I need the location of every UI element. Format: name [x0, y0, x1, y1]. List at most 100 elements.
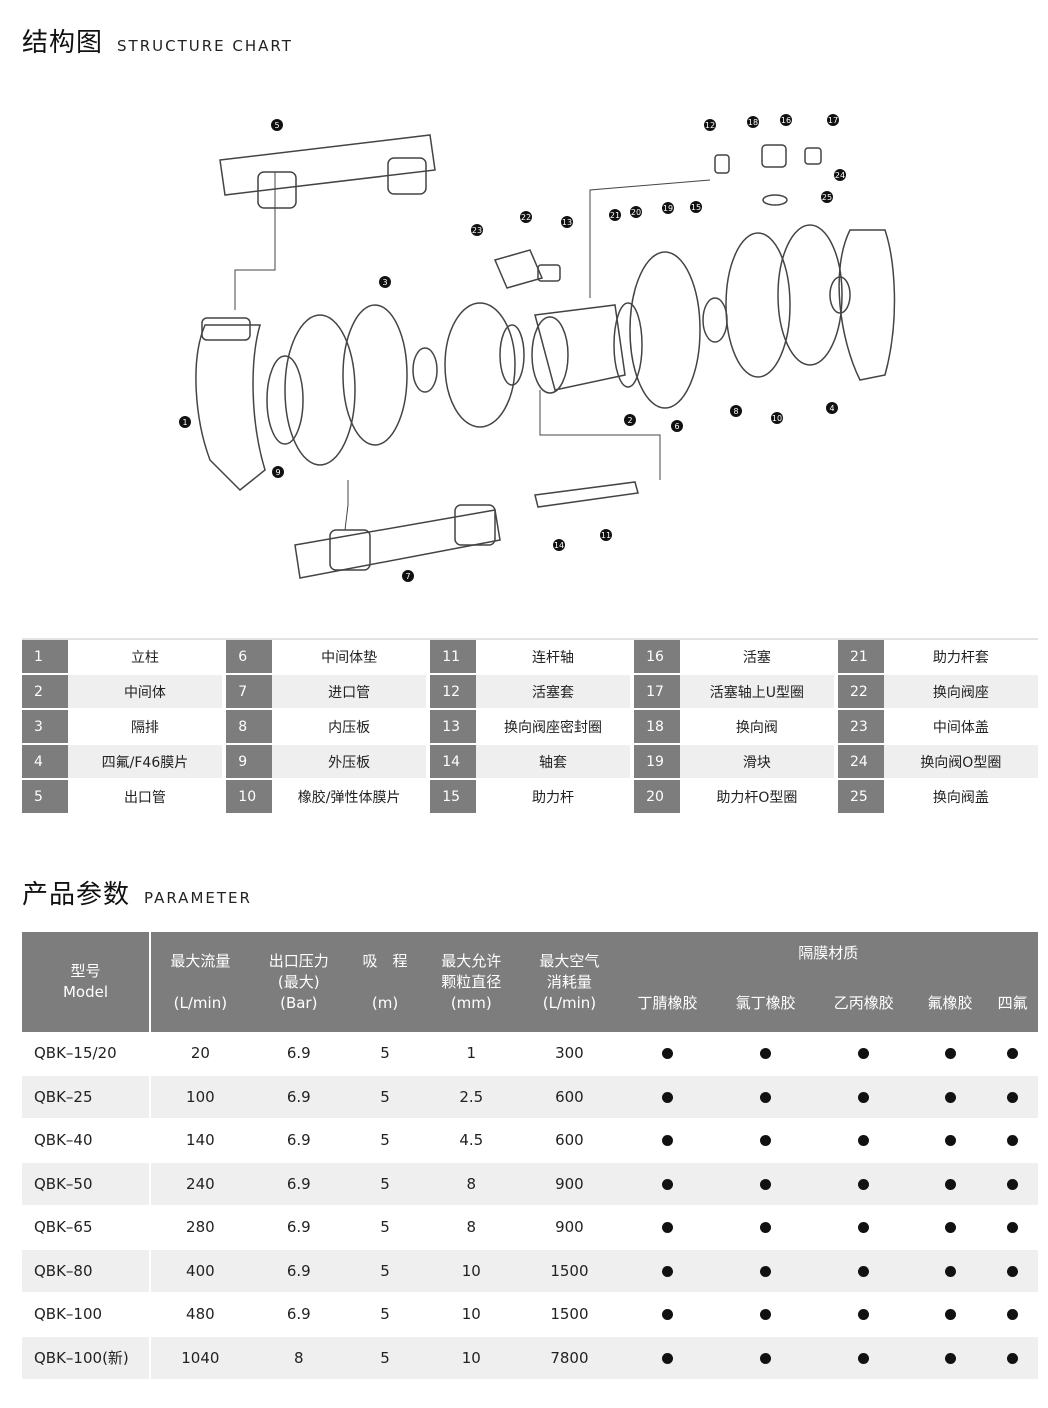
callout-20: 20: [630, 206, 642, 218]
callout-13: 13: [561, 216, 573, 228]
dot-icon: [760, 1178, 772, 1190]
callout-4: 4: [826, 402, 838, 414]
inlet-pipe-shape: [294, 509, 501, 579]
svg-text:6: 6: [674, 422, 679, 431]
part-name: 助力杆O型圈: [679, 780, 835, 815]
svg-text:22: 22: [521, 213, 531, 222]
membrane-available-cell: [618, 1336, 717, 1380]
part-number: 8: [226, 710, 272, 745]
dot-icon: [662, 1352, 674, 1364]
part-name: 中间体垫: [271, 640, 427, 675]
part-name: 换向阀: [679, 710, 835, 745]
dot-icon: [944, 1178, 956, 1190]
part-number: 21: [837, 640, 884, 675]
part-name: 外压板: [271, 745, 427, 780]
svg-text:9: 9: [275, 468, 280, 477]
suction-cell: 5: [347, 1075, 423, 1119]
callout-15: 15: [690, 201, 702, 213]
part-number: 2: [22, 675, 68, 710]
dot-icon: [858, 1091, 870, 1103]
callout-19: 19: [662, 202, 674, 214]
part-name: 换向阀盖: [883, 780, 1038, 815]
part-number: 4: [22, 745, 68, 780]
header-flow: 最大流量 (L/min): [150, 932, 250, 1032]
membrane-available-cell: [717, 1032, 815, 1075]
svg-text:23: 23: [472, 226, 482, 235]
model-cell: QBK–25: [22, 1075, 151, 1119]
membrane-available-cell: [618, 1249, 717, 1293]
svg-text:18: 18: [748, 118, 758, 127]
svg-text:11: 11: [601, 531, 611, 540]
air-cell: 1500: [550, 1305, 589, 1324]
header-pressure: 出口压力(最大)(Bar): [249, 932, 348, 1032]
membrane-available-cell: [912, 1162, 988, 1206]
particle-cell: 10: [461, 1305, 481, 1324]
callout-10: 10: [771, 412, 783, 424]
flow-cell: 400: [150, 1249, 250, 1293]
pressure-cell: 6.9: [249, 1075, 348, 1119]
air-cell: 300: [555, 1044, 584, 1063]
svg-text:2: 2: [627, 416, 632, 425]
membrane-available-cell: [814, 1249, 913, 1293]
header-membrane: 氯丁橡胶: [716, 974, 815, 1032]
pressure-cell: 6.9: [286, 1044, 311, 1063]
suction-cell: 5: [347, 1162, 423, 1206]
model-cell: QBK–100(新): [22, 1336, 151, 1380]
membrane-available-cell: [717, 1293, 815, 1337]
part-name: 内压板: [271, 710, 427, 745]
flow-cell: 480: [186, 1305, 215, 1324]
svg-text:7: 7: [405, 572, 410, 581]
dot-icon: [760, 1135, 772, 1147]
particle-cell: 1: [466, 1044, 477, 1063]
dot-icon: [944, 1135, 956, 1147]
part-number: 10: [226, 780, 272, 815]
membrane-available-cell: [618, 1075, 717, 1119]
dot-icon: [1007, 1048, 1019, 1060]
membrane-available-cell: [717, 1206, 815, 1250]
dot-icon: [1007, 1265, 1019, 1277]
membrane-available-cell: [815, 1032, 913, 1075]
membrane-available-cell: [716, 1249, 815, 1293]
membrane-available-cell: [618, 1032, 716, 1075]
air-cell: 600: [555, 1131, 584, 1150]
callout-9: 9: [272, 466, 284, 478]
part-number: 14: [430, 745, 476, 780]
membrane-available-cell: [716, 1075, 815, 1119]
part-name: 活塞轴上U型圈: [679, 675, 835, 710]
part-number: 13: [430, 710, 476, 745]
connecting-rod-shape: [534, 481, 639, 508]
part-name: 四氟/F46膜片: [67, 745, 223, 780]
part-number: 19: [634, 745, 680, 780]
structure-chart-title: 结构图 STRUCTURE CHART: [22, 22, 293, 59]
membrane-available-cell: [716, 1162, 815, 1206]
membrane-available-cell: [815, 1293, 913, 1337]
diaphragm-right-2-shape: [725, 232, 791, 378]
outlet-flange-right: [387, 157, 427, 195]
pressure-cell: 6.9: [249, 1162, 348, 1206]
dot-icon: [760, 1309, 772, 1321]
particle-cell: 2.5: [422, 1075, 521, 1119]
dot-icon: [944, 1091, 956, 1103]
dot-icon: [1007, 1309, 1019, 1321]
membrane-available-cell: [618, 1119, 716, 1163]
particle-cell: 8: [422, 1162, 521, 1206]
suction-cell: 5: [347, 1249, 423, 1293]
part-number: 1: [22, 640, 68, 675]
svg-text:21: 21: [610, 211, 620, 220]
part-name: 轴套: [475, 745, 631, 780]
callout-1: 1: [179, 416, 191, 428]
membrane-available-cell: [987, 1336, 1038, 1380]
callout-2: 2: [624, 414, 636, 426]
dot-icon: [662, 1135, 674, 1147]
svg-text:4: 4: [829, 404, 834, 413]
exploded-pump-diagram: 1 2 3 4 5 6 7 8 9 10 11 12 13 14 15 16 1…: [179, 114, 896, 582]
membrane-available-cell: [987, 1075, 1038, 1119]
